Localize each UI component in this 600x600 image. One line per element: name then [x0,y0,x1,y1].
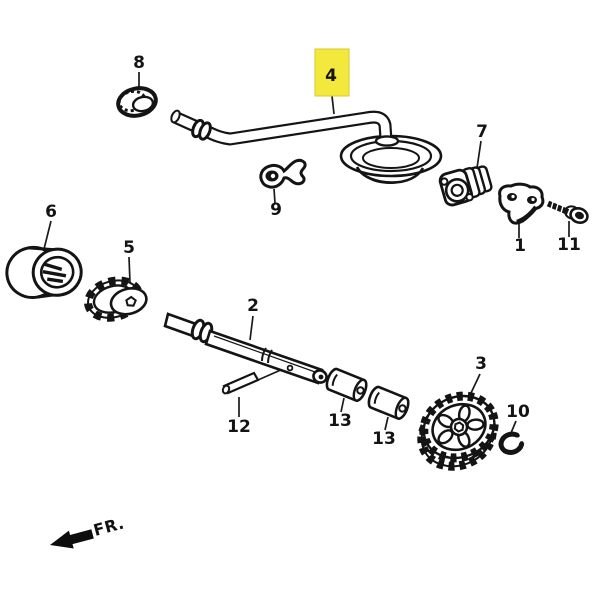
part-13a-bushing-drawing [325,367,368,402]
part-label-13b[interactable]: 13 [372,429,396,449]
part-label-6[interactable]: 6 [45,202,57,222]
part-4-pickup-pipe-drawing [170,109,443,185]
part-label-3[interactable]: 3 [475,354,487,374]
highlight-box-part-4[interactable] [314,48,350,97]
part-label-1[interactable]: 1 [514,236,526,256]
part-13b-bushing-drawing [367,385,410,420]
part-8-grommet-drawing [116,86,158,118]
fr-direction-arrow: FR. [50,513,126,549]
part-label-13a[interactable]: 13 [328,411,352,431]
part-3-sprocket-drawing [417,391,499,471]
part-1-bracket-drawing [498,182,545,225]
part-2-shaft-drawing [163,312,328,385]
part-9-joint-drawing [259,158,307,189]
part-label-4[interactable]: 4 [325,66,337,86]
leader-lines [43,72,570,434]
part-11-bolt-drawing [546,200,589,225]
part-12-pin-drawing [221,371,260,395]
part-5-inner-rotor-drawing [84,276,148,322]
fr-arrow-icon [50,529,94,549]
part-label-2[interactable]: 2 [247,296,259,316]
part-6-outer-rotor-drawing [5,245,83,299]
part-label-11[interactable]: 11 [557,235,581,255]
part-label-10[interactable]: 10 [506,402,530,422]
part-label-8[interactable]: 8 [133,53,145,73]
part-label-9[interactable]: 9 [270,200,282,220]
part-label-7[interactable]: 7 [476,122,488,142]
part-label-5[interactable]: 5 [123,238,135,258]
part-label-12[interactable]: 12 [227,417,251,437]
fr-label: FR. [91,513,126,539]
part-7-pump-body-drawing [438,165,493,207]
part-10-clip-drawing [498,431,525,455]
